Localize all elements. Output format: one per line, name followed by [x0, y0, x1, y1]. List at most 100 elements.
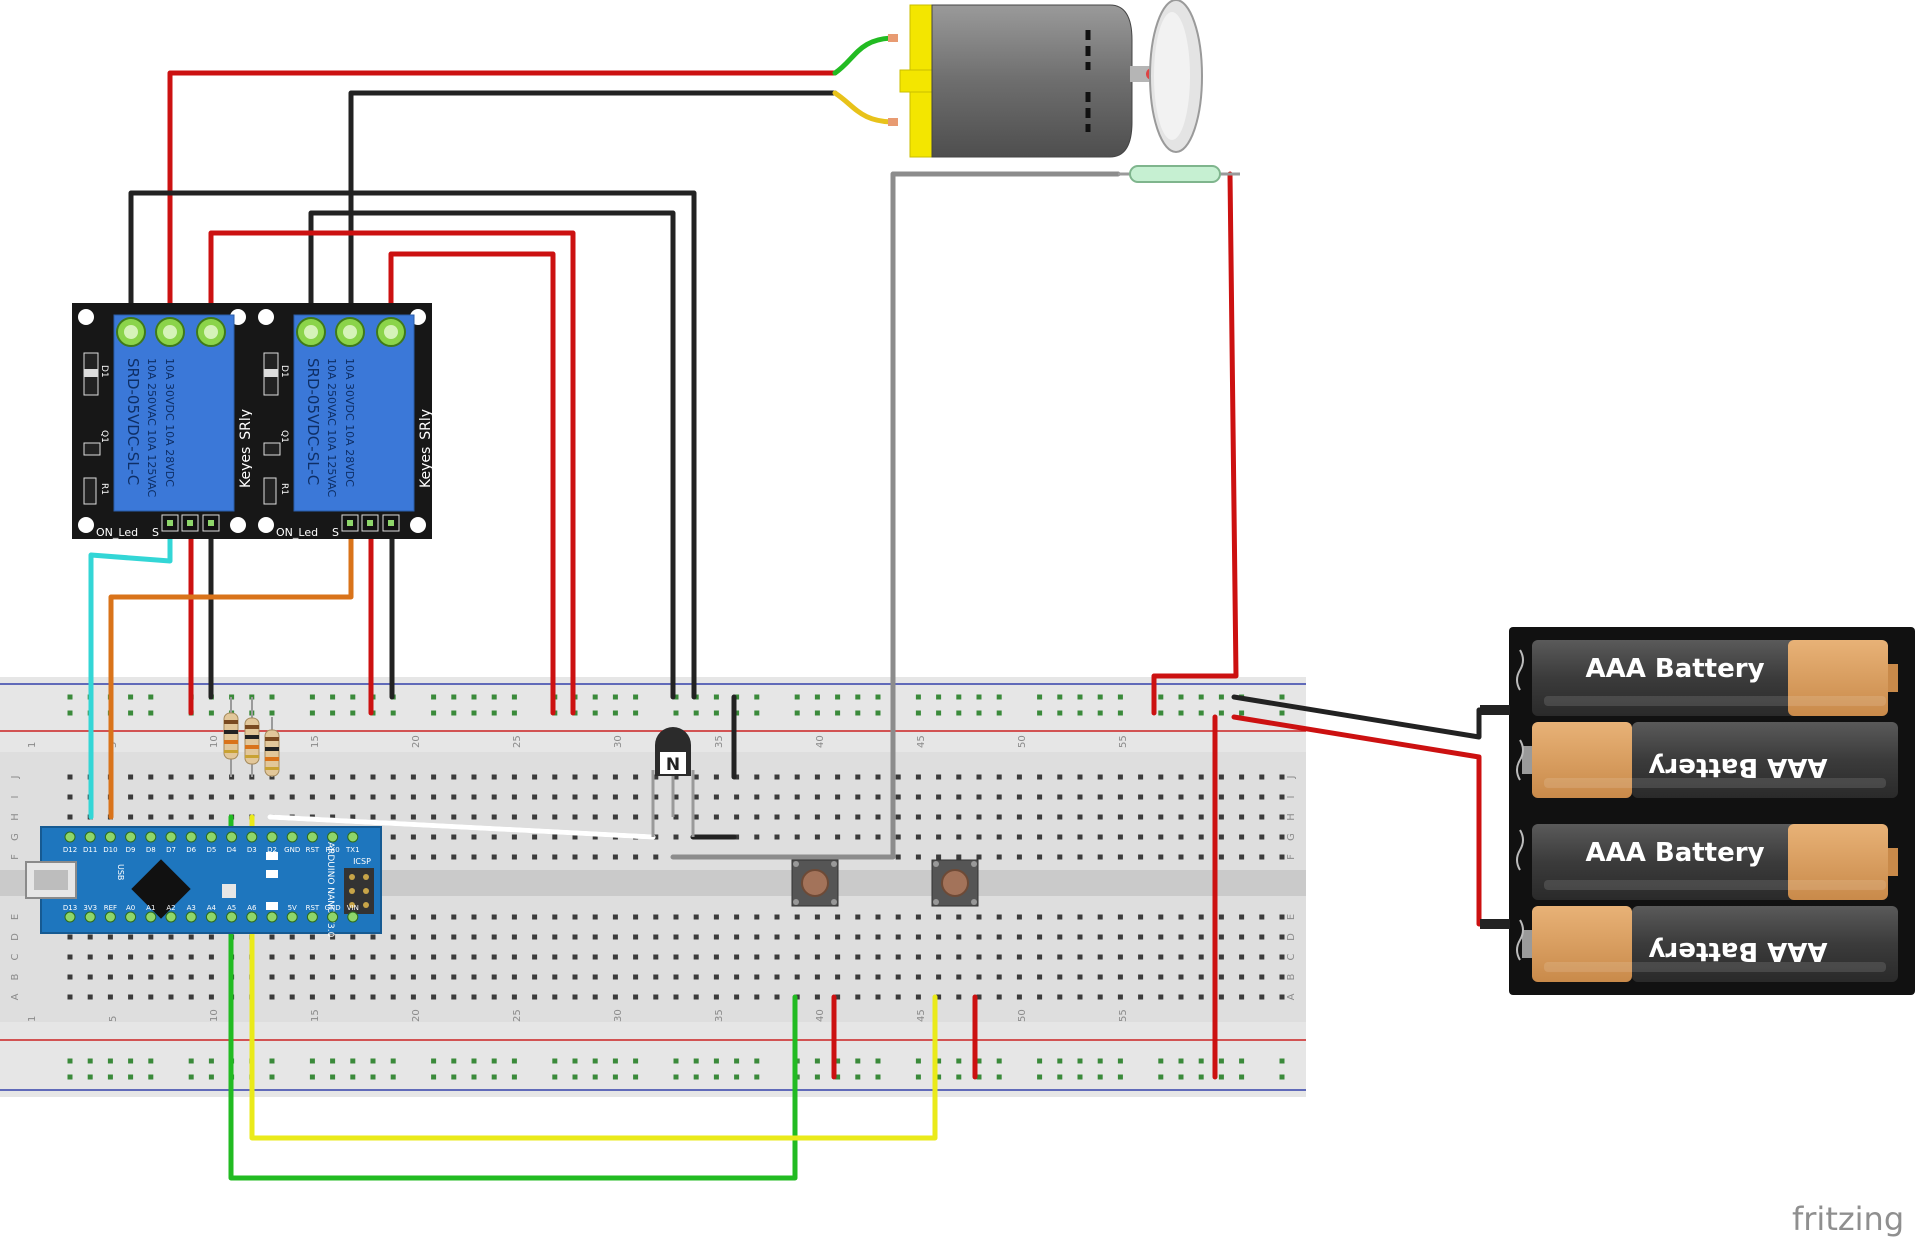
relay-vendor: Keyes_SRly	[418, 409, 434, 488]
battery-cell-label: AAA Battery	[1585, 838, 1764, 868]
relay-model: SRD-05VDC-SL-C	[304, 358, 322, 485]
battery-cell: AAA Battery	[1532, 640, 1898, 716]
breadboard-row-letter: I	[10, 796, 21, 799]
arduino-pin-label-top: D3	[247, 846, 257, 854]
breadboard-column-number: 5	[108, 1016, 119, 1022]
breadboard-column-number: 40	[815, 1009, 826, 1022]
breadboard-row-letter: I	[1286, 796, 1297, 799]
wire-red-motor-relay1	[167, 70, 838, 335]
arduino-pin-label-bottom: A6	[247, 904, 257, 912]
arduino-pin-label-bottom: A4	[207, 904, 217, 912]
wire-black-motor-relay2	[348, 90, 838, 335]
push-button-2	[931, 859, 979, 907]
breadboard-column-number: 10	[209, 1009, 220, 1022]
reed-switch-glass	[1129, 165, 1221, 183]
relay-signal-label: S	[332, 526, 339, 539]
arduino-pin-label-top: D8	[146, 846, 156, 854]
breadboard: 1155101015152020252530303535404045455050…	[0, 677, 1306, 1097]
relay-body	[113, 314, 235, 512]
resistor-2	[244, 697, 260, 777]
breadboard-column-number: 40	[815, 735, 826, 748]
wire-red-relay1-no	[208, 230, 576, 716]
breadboard-row-letter: J	[1286, 776, 1297, 780]
icsp-label: ICSP	[353, 857, 371, 866]
transistor-q1-label: Q1	[99, 430, 109, 443]
wire-gray-reed-switch	[670, 171, 1121, 860]
breadboard-row-letter: C	[1286, 953, 1297, 960]
motor-lead-yellow	[832, 90, 898, 125]
breadboard-column-number: 30	[613, 735, 624, 748]
breadboard-column-number: 45	[916, 1009, 927, 1022]
arduino-pin-label-bottom: VIN	[347, 904, 359, 912]
microcontroller-chip	[131, 859, 191, 919]
battery-cell: AAA Battery	[1532, 824, 1898, 900]
wire-cyan-relay1-signal	[88, 521, 173, 820]
breadboard-column-number: 10	[209, 735, 220, 748]
arduino-pin-label-bottom: A7	[267, 904, 276, 912]
breadboard-column-number: 35	[714, 1009, 725, 1022]
transistor-q1-label: Q1	[279, 430, 289, 443]
wire-black-relay2-com	[308, 210, 676, 700]
breadboard-labels: 1155101015152020252530303535404045455050…	[10, 735, 1297, 1022]
arduino-pin-label-top: D10	[103, 846, 117, 854]
arduino-pin-label-top: RX0	[326, 846, 340, 854]
relay-ratings-1: 10A 250VAC 10A 125VAC	[325, 358, 338, 498]
relay-body	[293, 314, 415, 512]
breadboard-row-letter: H	[10, 813, 21, 821]
arduino-pin-label-top: RST	[306, 846, 320, 854]
arduino-pin-label-top: TX1	[345, 846, 360, 854]
arduino-pin-label-top: D5	[206, 846, 216, 854]
arduino-pin-label-bottom: 5V	[288, 904, 297, 912]
battery-cell-label: AAA Battery	[1648, 752, 1827, 782]
relay-ratings-1: 10A 250VAC 10A 125VAC	[145, 358, 158, 498]
fritzing-watermark: fritzing	[1792, 1200, 1904, 1238]
breadboard-column-number: 55	[1118, 735, 1129, 748]
breadboard-column-number: 20	[411, 735, 422, 748]
breadboard-row-letter: D	[1286, 933, 1297, 941]
push-button-1	[791, 859, 839, 907]
arduino-pin-label-top: D2	[267, 846, 277, 854]
npn-transistor: N	[651, 727, 695, 837]
breadboard-row-letter: E	[10, 914, 21, 920]
wire-red-reed-rail	[1151, 171, 1239, 716]
reed-switch	[1118, 165, 1240, 183]
breadboard-row-letter: H	[1286, 813, 1297, 821]
breadboard-row-letter: B	[1286, 973, 1297, 980]
bottom-power-rail	[0, 1022, 1306, 1097]
relay-ratings-2: 10A 30VDC 10A 28VDC	[163, 358, 176, 487]
battery-cell-label: AAA Battery	[1648, 936, 1827, 966]
arduino-pin-label-top: GND	[284, 846, 300, 854]
relay-vendor: Keyes_SRly	[238, 409, 254, 488]
arduino-pin-label-bottom: REF	[104, 904, 117, 912]
breadboard-column-number: 1	[27, 742, 38, 748]
breadboard-column-number: 20	[411, 1009, 422, 1022]
wire-orange-relay2-signal	[108, 521, 354, 820]
battery-cell-label: AAA Battery	[1585, 654, 1764, 684]
arduino-pin-label-bottom: A5	[227, 904, 236, 912]
breadboard-column-number: 25	[512, 1009, 523, 1022]
arduino-pin-label-top: D6	[186, 846, 196, 854]
wire-green-button1	[228, 814, 798, 1181]
breadboard-row-letter: G	[1286, 833, 1297, 841]
arduino-pin-label-bottom: A2	[166, 904, 175, 912]
arduino-pin-label-top: D7	[166, 846, 176, 854]
breadboard-row-letter: B	[10, 973, 21, 980]
battery-cell: AAA Battery	[1522, 906, 1898, 982]
breadboard-row-letter: G	[10, 833, 21, 841]
breadboard-row-letter: F	[10, 854, 21, 860]
relay-signal-label: S	[152, 526, 159, 539]
arduino-pin-label-bottom: D13	[63, 904, 77, 912]
breadboard-row-letter: D	[10, 933, 21, 941]
wires	[88, 70, 1497, 1181]
top-power-rail	[0, 677, 1306, 752]
resistor-3	[264, 717, 280, 777]
breadboard-row-letter: A	[1286, 993, 1297, 1000]
resistor-r1-label: R1	[99, 483, 109, 495]
wire-yellow-button2	[249, 814, 938, 1141]
breadboard-column-number: 30	[613, 1009, 624, 1022]
